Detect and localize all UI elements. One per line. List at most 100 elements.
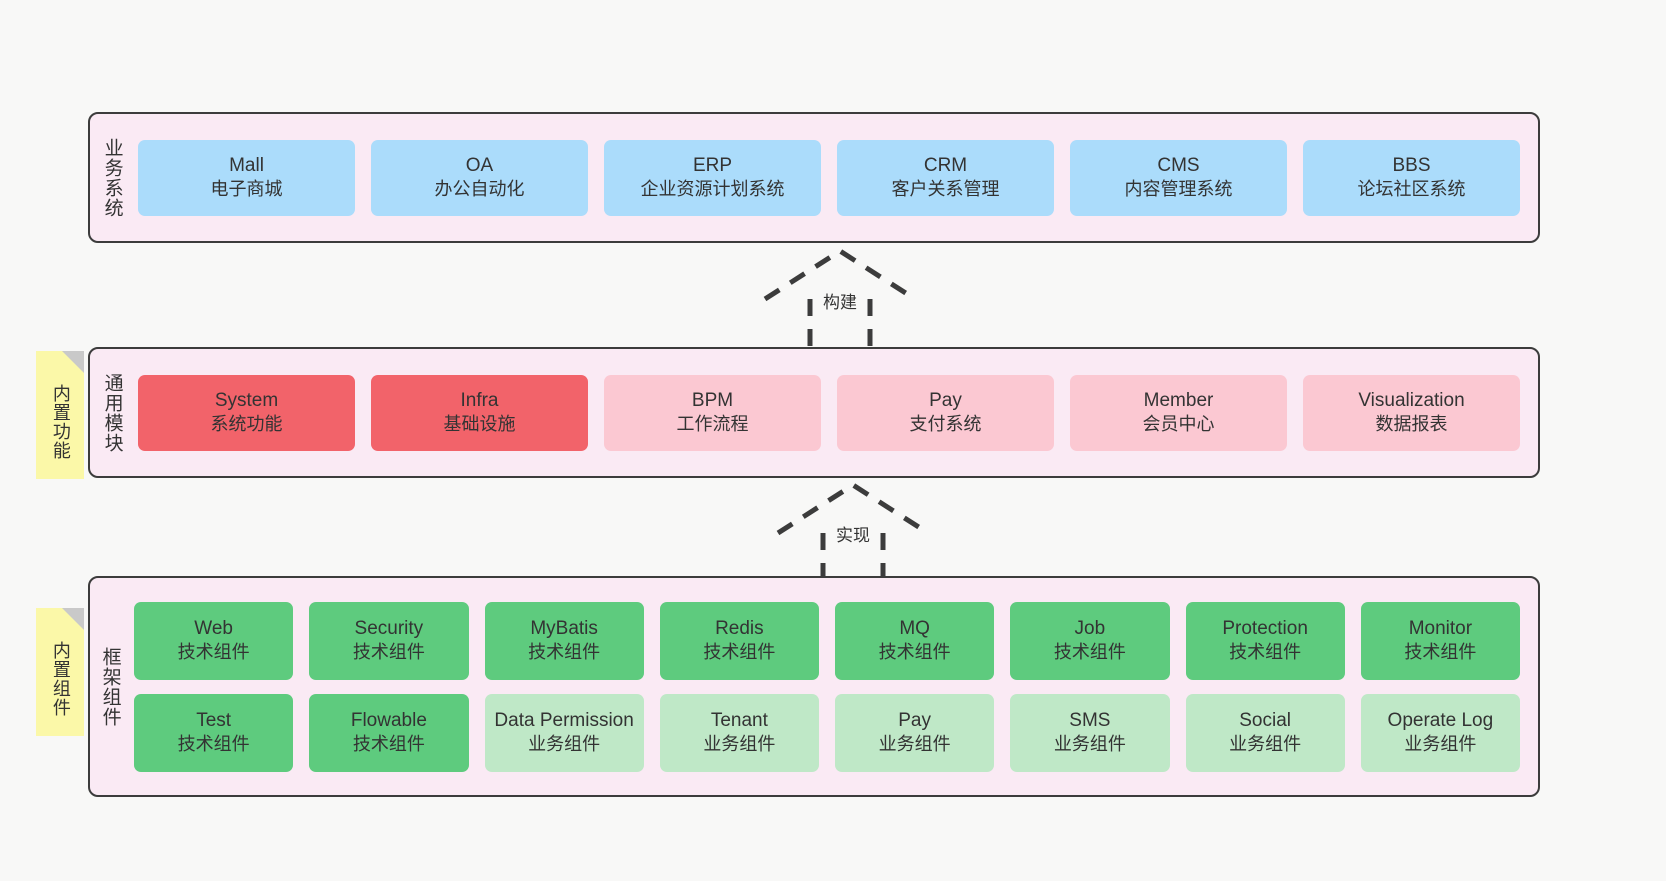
card-title-en: Protection (1222, 617, 1308, 639)
card-title-cn: 技术组件 (1053, 642, 1126, 663)
card-title-cn: 技术组件 (528, 642, 601, 663)
card-cms[interactable]: CMS 内容管理系统 (1070, 139, 1287, 216)
card-operate-log[interactable]: Operate Log 业务组件 (1360, 693, 1520, 772)
card-row: Web 技术组件 Security 技术组件 MyBatis 技术组件 Redi… (134, 601, 1520, 680)
sticky-note-builtin-functions: 内置功能 (36, 351, 84, 479)
card-erp[interactable]: ERP 企业资源计划系统 (604, 139, 821, 216)
card-title-en: ERP (692, 154, 733, 176)
card-title-cn: 论坛社区系统 (1357, 179, 1466, 200)
card-title-cn: 技术组件 (352, 642, 425, 663)
layer-title-common: 通用模块 (101, 372, 123, 453)
card-title-en: CRM (923, 154, 968, 176)
card-mq[interactable]: MQ 技术组件 (835, 601, 995, 680)
card-infra[interactable]: Infra 基础设施 (371, 374, 588, 451)
card-title-en: Flowable (350, 709, 427, 731)
arrow-implement: 实现 (768, 481, 938, 578)
card-title-cn: 企业资源计划系统 (640, 179, 785, 200)
layer-common-modules: 通用模块 System 系统功能 Infra 基础设施 BPM 工作流程 Pay… (88, 347, 1540, 478)
card-title-en: SMS (1069, 709, 1111, 731)
card-security[interactable]: Security 技术组件 (309, 601, 469, 680)
layer-body-framework: Web 技术组件 Security 技术组件 MyBatis 技术组件 Redi… (130, 578, 1538, 795)
card-title-cn: 支付系统 (909, 414, 982, 435)
card-protection[interactable]: Protection 技术组件 (1185, 601, 1345, 680)
card-data-permission[interactable]: Data Permission 业务组件 (484, 693, 644, 772)
layer-business-systems: 业务系统 Mall 电子商城 OA 办公自动化 ERP 企业资源计划系统 CRM… (88, 112, 1540, 243)
card-flowable[interactable]: Flowable 技术组件 (309, 693, 469, 772)
card-title-cn: 技术组件 (1404, 642, 1477, 663)
card-title-en: OA (465, 154, 494, 176)
card-title-cn: 数据报表 (1375, 414, 1448, 435)
card-title-cn: 业务组件 (1404, 734, 1477, 755)
card-visualization[interactable]: Visualization 数据报表 (1303, 374, 1520, 451)
card-title-en: BBS (1392, 154, 1431, 176)
card-mall[interactable]: Mall 电子商城 (138, 139, 355, 216)
card-title-cn: 技术组件 (703, 642, 776, 663)
card-title-cn: 工作流程 (676, 414, 749, 435)
layer-title-business: 业务系统 (101, 137, 123, 218)
layer-title-framework: 框架组件 (99, 646, 121, 727)
layer-body-common: System 系统功能 Infra 基础设施 BPM 工作流程 Pay 支付系统… (134, 349, 1538, 476)
card-oa[interactable]: OA 办公自动化 (371, 139, 588, 216)
layer-framework-components: 框架组件 Web 技术组件 Security 技术组件 MyBatis 技术组件… (88, 576, 1540, 797)
sticky-note-label: 内置功能 (50, 384, 71, 460)
card-title-en: BPM (691, 389, 734, 411)
card-row: System 系统功能 Infra 基础设施 BPM 工作流程 Pay 支付系统… (138, 374, 1520, 451)
card-monitor[interactable]: Monitor 技术组件 (1360, 601, 1520, 680)
card-title-en: Visualization (1358, 389, 1465, 411)
card-title-cn: 内容管理系统 (1124, 179, 1233, 200)
card-title-en: CMS (1157, 154, 1200, 176)
card-redis[interactable]: Redis 技术组件 (659, 601, 819, 680)
card-tenant[interactable]: Tenant 业务组件 (659, 693, 819, 772)
card-title-cn: 技术组件 (177, 734, 250, 755)
card-title-en: Data Permission (494, 709, 634, 731)
card-title-cn: 业务组件 (1229, 734, 1302, 755)
card-title-cn: 电子商城 (210, 179, 283, 200)
card-title-cn: 业务组件 (703, 734, 776, 755)
layer-body-business: Mall 电子商城 OA 办公自动化 ERP 企业资源计划系统 CRM 客户关系… (134, 114, 1538, 241)
card-title-en: MQ (899, 617, 930, 639)
card-title-en: Tenant (710, 709, 768, 731)
card-title-en: Monitor (1408, 617, 1473, 639)
card-title-en: Social (1239, 709, 1291, 731)
card-mybatis[interactable]: MyBatis 技术组件 (484, 601, 644, 680)
card-title-en: System (214, 389, 279, 411)
arrow-build: 构建 (755, 247, 925, 347)
card-test[interactable]: Test 技术组件 (134, 693, 294, 772)
card-title-en: Pay (929, 389, 962, 411)
card-title-en: Security (354, 617, 424, 639)
card-system[interactable]: System 系统功能 (138, 374, 355, 451)
card-title-en: Member (1143, 389, 1214, 411)
card-job[interactable]: Job 技术组件 (1010, 601, 1170, 680)
card-title-cn: 客户关系管理 (891, 179, 1000, 200)
card-title-cn: 办公自动化 (434, 179, 525, 200)
arrow-shaft-path (807, 299, 873, 347)
card-title-en: Mall (229, 154, 264, 176)
card-title-en: Test (196, 709, 232, 731)
card-pay-module[interactable]: Pay 支付系统 (837, 374, 1054, 451)
arrow-head-path (776, 482, 930, 536)
card-title-en: Job (1074, 617, 1106, 639)
card-row: Test 技术组件 Flowable 技术组件 Data Permission … (134, 693, 1520, 772)
card-row: Mall 电子商城 OA 办公自动化 ERP 企业资源计划系统 CRM 客户关系… (138, 139, 1520, 216)
card-member[interactable]: Member 会员中心 (1070, 374, 1287, 451)
card-title-cn: 会员中心 (1142, 414, 1215, 435)
card-title-cn: 系统功能 (210, 414, 283, 435)
card-crm[interactable]: CRM 客户关系管理 (837, 139, 1054, 216)
card-web[interactable]: Web 技术组件 (134, 601, 294, 680)
card-title-cn: 基础设施 (443, 414, 516, 435)
card-title-en: Web (194, 617, 233, 639)
card-title-en: Pay (898, 709, 931, 731)
card-title-cn: 技术组件 (1229, 642, 1302, 663)
card-title-en: Infra (460, 389, 499, 411)
card-sms[interactable]: SMS 业务组件 (1010, 693, 1170, 772)
card-bbs[interactable]: BBS 论坛社区系统 (1303, 139, 1520, 216)
card-pay-component[interactable]: Pay 业务组件 (835, 693, 995, 772)
card-title-en: Redis (715, 617, 764, 639)
card-title-cn: 技术组件 (177, 642, 250, 663)
card-title-en: Operate Log (1387, 709, 1494, 731)
card-bpm[interactable]: BPM 工作流程 (604, 374, 821, 451)
sticky-note-builtin-components: 内置组件 (36, 608, 84, 736)
card-title-cn: 业务组件 (1053, 734, 1126, 755)
card-title-cn: 业务组件 (878, 734, 951, 755)
card-social[interactable]: Social 业务组件 (1185, 693, 1345, 772)
